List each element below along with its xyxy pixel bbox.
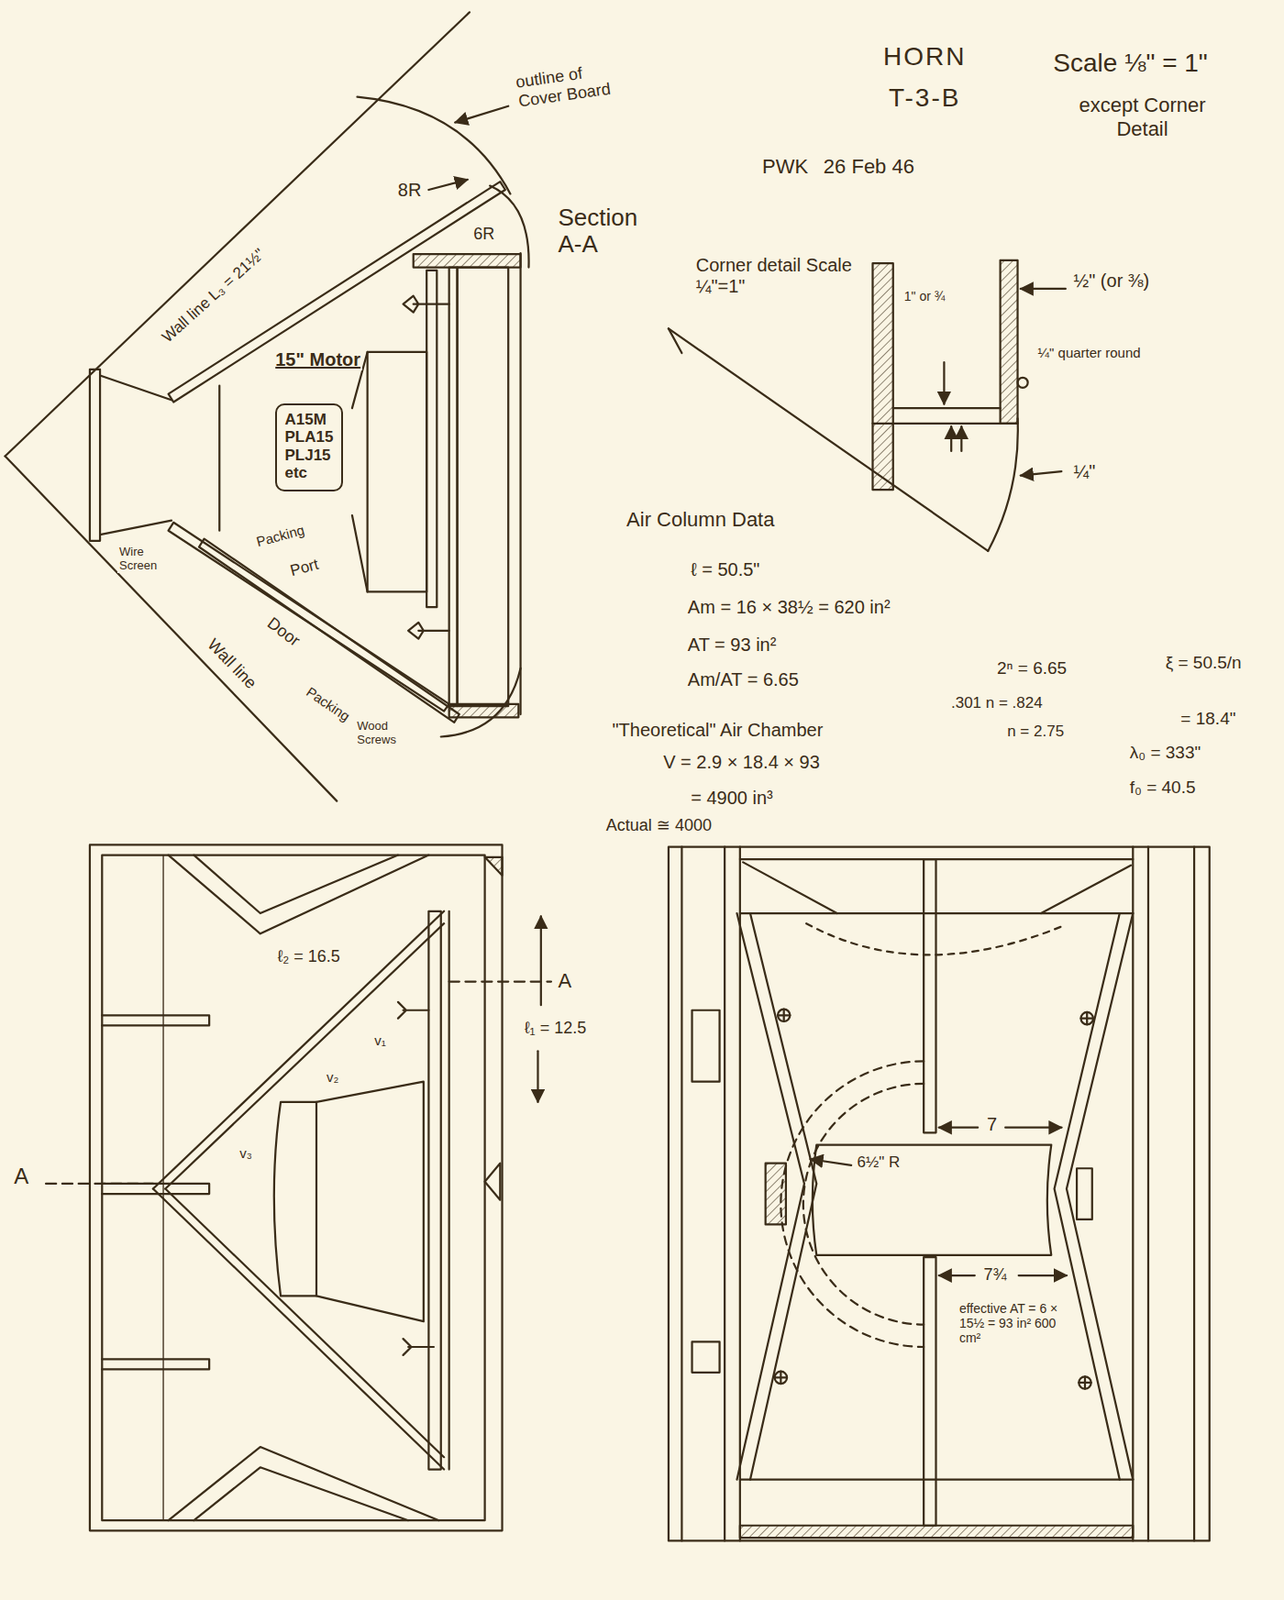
annotation-label: v₃ xyxy=(237,1145,255,1162)
annotation-label: Section A-A xyxy=(556,204,666,260)
annotation-label: 15" Motor xyxy=(273,349,363,371)
annotation-label: .301 n = .824 xyxy=(949,694,1045,713)
annotation-label: = 18.4" xyxy=(1178,708,1238,730)
annotation-label: 2ⁿ = 6.65 xyxy=(995,658,1069,679)
annotation-label: 7¾ xyxy=(982,1265,1009,1285)
annotation-label: v₁ xyxy=(372,1032,388,1049)
annotation-label: Packing xyxy=(253,521,309,552)
annotation-label: Wood Screws xyxy=(354,719,412,748)
annotation-label: λ₀ = 333" xyxy=(1128,742,1203,764)
annotation-label: Door xyxy=(261,612,305,652)
annotation-label: Corner detail Scale ¼"=1" xyxy=(694,254,868,298)
annotation-label: ℓ = 50.5" xyxy=(688,559,762,581)
annotation-label: "Theoretical" Air Chamber xyxy=(610,719,826,742)
motor-label-box: A15M PLA15 PLJ15 etc xyxy=(275,403,344,492)
annotation-label: ¼" xyxy=(1072,461,1098,483)
annotation-label: v₂ xyxy=(324,1069,341,1085)
annotation-label: 7 xyxy=(985,1114,999,1136)
annotation-label: except Corner Detail xyxy=(1072,93,1214,141)
annotation-label: ¼" quarter round xyxy=(1036,344,1143,361)
annotation-label: Packing xyxy=(301,683,355,726)
annotation-label: ξ = 50.5/n xyxy=(1163,653,1244,674)
annotation-label: A xyxy=(11,1163,31,1190)
annotation-label: 26 Feb 46 xyxy=(821,154,917,178)
annotation-label: f₀ = 40.5 xyxy=(1128,777,1198,798)
annotation-label: V = 2.9 × 18.4 × 93 xyxy=(661,752,822,774)
annotation-label: ℓ₁ = 12.5 xyxy=(522,1018,588,1039)
annotation-label: Actual ≅ 4000 xyxy=(604,816,714,836)
annotation-label: PWK xyxy=(760,154,810,178)
annotation-label: A xyxy=(556,969,575,993)
annotation-label: Port xyxy=(286,555,322,582)
annotation-label: Wire Screen xyxy=(117,545,167,574)
annotation-label: 6½" R xyxy=(855,1153,903,1173)
annotation-label: n = 2.75 xyxy=(1005,722,1066,742)
annotation-label: 8R xyxy=(396,179,424,201)
annotation-label: Wall line xyxy=(202,633,262,695)
annotation-label: ℓ₂ = 16.5 xyxy=(275,947,342,967)
annotation-label: Scale ⅛" = 1" xyxy=(1051,48,1210,78)
annotation-label: 1" or ¾ xyxy=(902,288,948,304)
annotation-label: 6R xyxy=(471,224,497,244)
part-list: A15M PLA15 PLJ15 etc xyxy=(284,410,333,483)
drawing-title: HORN T-3-B xyxy=(865,36,985,120)
annotation-label: outline of Cover Board xyxy=(512,58,627,112)
annotation-label: AT = 93 in² xyxy=(686,634,779,656)
annotation-label: = 4900 in³ xyxy=(688,787,775,809)
annotation-label: Am = 16 × 38½ = 620 in² xyxy=(686,597,893,619)
annotation-label: Am/AT = 6.65 xyxy=(686,669,801,691)
annotation-label: ½" (or ⅜) xyxy=(1072,270,1152,292)
annotation-label: effective AT = 6 × 15½ = 93 in² 600 cm² xyxy=(957,1301,1072,1346)
annotation-label: Air Column Data xyxy=(624,508,776,532)
